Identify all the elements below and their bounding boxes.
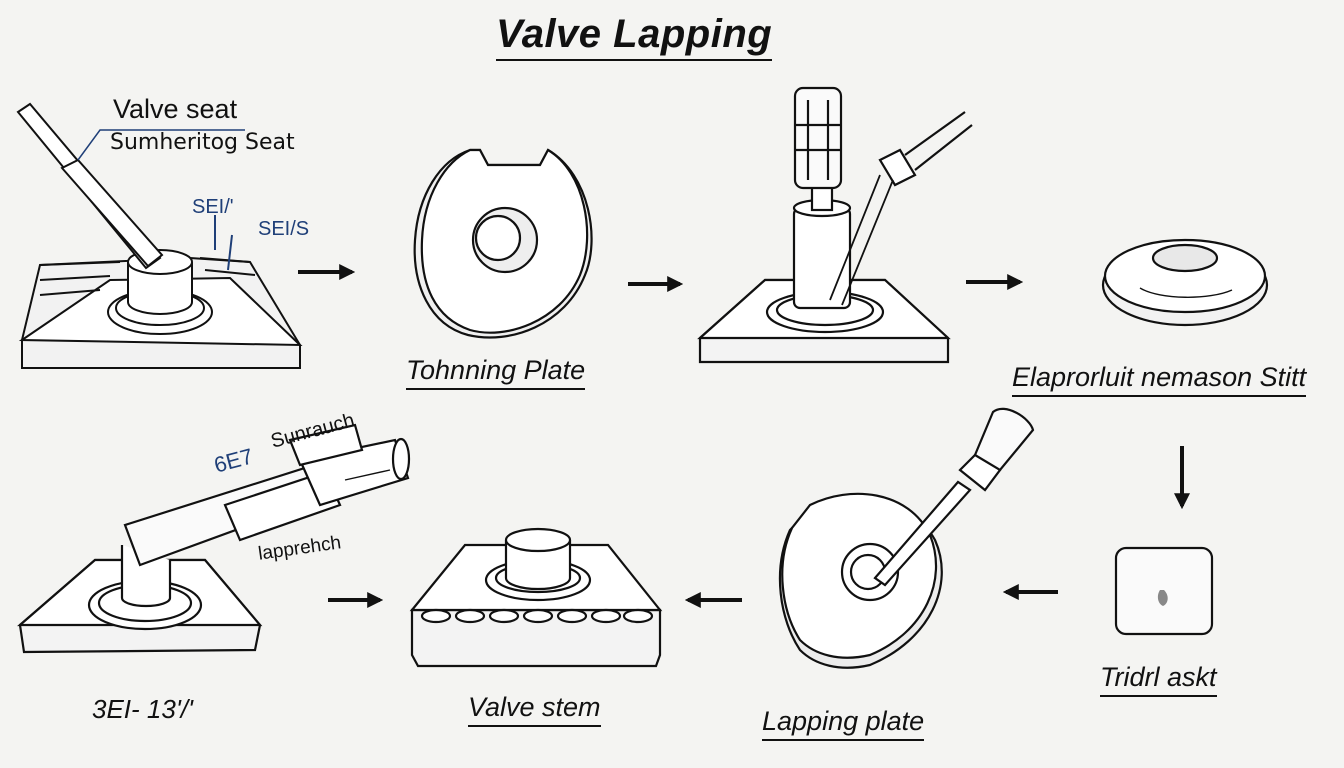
- lapping-plate-caption: Lapping plate: [762, 706, 925, 741]
- turning-plate-illustration: [413, 148, 593, 339]
- angled-lapper-illustration: [17, 423, 411, 654]
- turning-plate-caption: Tohnning Plate: [406, 355, 586, 390]
- small-square-illustration: [1114, 546, 1214, 636]
- valve-stem-illustration: [409, 527, 663, 668]
- bottom-left-label: 3EI- 13'/': [92, 694, 193, 724]
- sub-seat-label: Sumheritog Seat: [110, 130, 295, 155]
- tridrl-caption: Tridrl askt: [1100, 662, 1217, 697]
- valve-seat-illustration: [16, 102, 303, 369]
- right-caption: Elaprorluit nemason Stitt: [1012, 362, 1307, 397]
- lapping-tool-illustration: [697, 86, 973, 364]
- valve-stem-caption: Valve stem: [468, 692, 601, 727]
- seat-ring-illustration: [1101, 238, 1269, 327]
- lapping-plate-illustration: [778, 407, 1035, 669]
- valve-seat-label: Valve seat: [113, 94, 238, 124]
- sel-b-label: SEI/S: [258, 218, 310, 240]
- diagram-title: Valve Lapping: [496, 12, 773, 61]
- sel-a-label: SEI/': [192, 196, 234, 218]
